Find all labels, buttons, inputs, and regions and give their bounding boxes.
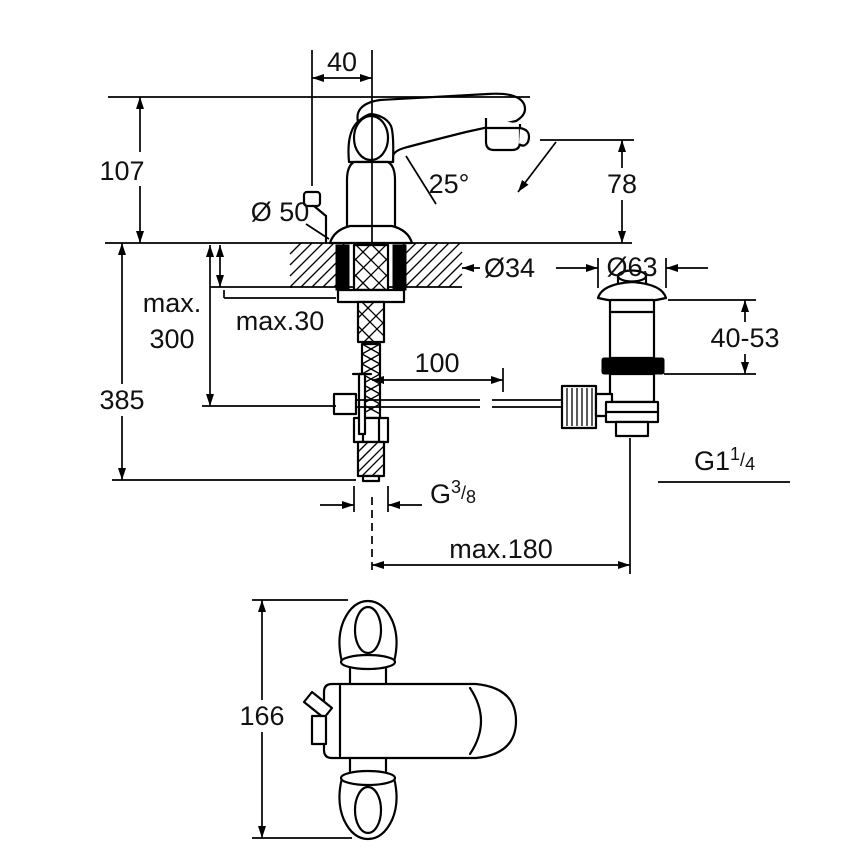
dim-max300: max. 300 — [143, 245, 336, 407]
mounting-stud-left — [335, 244, 350, 291]
dim-385: 385 — [92, 243, 356, 481]
dim-78-label: 78 — [607, 169, 637, 199]
g38-numerator: 3 — [451, 477, 461, 497]
dim-78: 78 — [540, 139, 644, 243]
hose-tip — [361, 474, 381, 483]
top-view-spout-base — [339, 769, 397, 787]
pop-up-linkage — [332, 372, 564, 436]
dim-thread-g38: G3/8 — [320, 477, 476, 512]
dim-166: 166 — [234, 599, 352, 839]
spout-lip — [518, 126, 531, 147]
dim-max30-label: max.30 — [236, 306, 325, 336]
pull-rod-knob — [302, 190, 322, 208]
dim-100-label: 100 — [414, 348, 459, 378]
waste-body-upper — [608, 298, 656, 360]
dim-thread-g114: G11/4 — [658, 444, 790, 483]
dim-385-label: 385 — [99, 385, 144, 415]
rod-clamp — [332, 392, 358, 416]
dim-107: 107 — [94, 96, 530, 243]
top-view-handle-base — [339, 653, 397, 671]
dim-dia63: Ø63 — [556, 252, 708, 288]
dim-dia34-label: Ø34 — [484, 253, 535, 283]
dim-dia50: Ø 50 — [251, 197, 330, 240]
dim-max180: max.180 — [371, 438, 631, 574]
base-escutcheon — [328, 224, 414, 245]
dim-angle25: 25° — [405, 141, 557, 205]
g38-denominator: 8 — [466, 487, 476, 507]
g114-denominator: 4 — [745, 454, 755, 474]
dim-max300-word: max. — [143, 288, 202, 318]
dim-g114-label: G11/4 — [694, 444, 755, 476]
dim-max30: max.30 — [210, 245, 336, 336]
waste-seal — [601, 357, 665, 375]
faucet-body — [345, 160, 397, 227]
lever-handle — [356, 92, 527, 164]
threaded-shank — [352, 243, 390, 292]
dim-angle25-label: 25° — [429, 169, 470, 199]
dim-dia34: Ø34 — [462, 253, 535, 283]
adjusting-knob — [560, 384, 598, 430]
mounting-hardware — [335, 243, 407, 344]
mounting-stud-right — [392, 244, 407, 291]
top-view-rod-lever — [302, 690, 334, 720]
dim-40-53: 40-53 — [664, 299, 786, 375]
dim-107-label: 107 — [99, 156, 144, 186]
dim-100: 100 — [372, 348, 504, 392]
dim-g38-label: G3/8 — [430, 477, 476, 509]
waste-body-mid — [608, 372, 656, 404]
top-view-handle-face — [353, 605, 383, 655]
faucet-top-view — [302, 599, 518, 841]
vertical-rod — [357, 372, 367, 436]
waste-flange-dome — [596, 280, 668, 299]
shank-tube — [356, 300, 386, 344]
dim-max180-label: max.180 — [449, 534, 553, 564]
top-view-rod — [310, 714, 328, 746]
top-view-spout-face — [353, 785, 383, 835]
dim-max300-value: 300 — [149, 324, 194, 354]
pop-up-waste — [560, 269, 668, 438]
g38-prefix: G — [430, 479, 451, 509]
dim-166-label: 166 — [239, 701, 284, 731]
dim-dia63-label: Ø63 — [606, 252, 657, 282]
top-view-body — [322, 682, 518, 760]
g38-slash: / — [461, 483, 466, 503]
g114-slash: / — [740, 450, 745, 470]
fixing-plate — [336, 288, 406, 304]
waste-tailpiece — [614, 420, 650, 438]
g114-numerator: 1 — [730, 444, 740, 464]
faucet-side-view — [302, 92, 531, 245]
g114-prefix: G1 — [694, 446, 730, 476]
dim-40-53-label: 40-53 — [710, 323, 779, 353]
spout-outlet — [484, 118, 522, 152]
handle-cap-face — [352, 114, 390, 162]
dim-40-label: 40 — [327, 47, 357, 77]
dim-dia50-label: Ø 50 — [251, 197, 310, 227]
dim-40: 40 — [311, 47, 373, 246]
